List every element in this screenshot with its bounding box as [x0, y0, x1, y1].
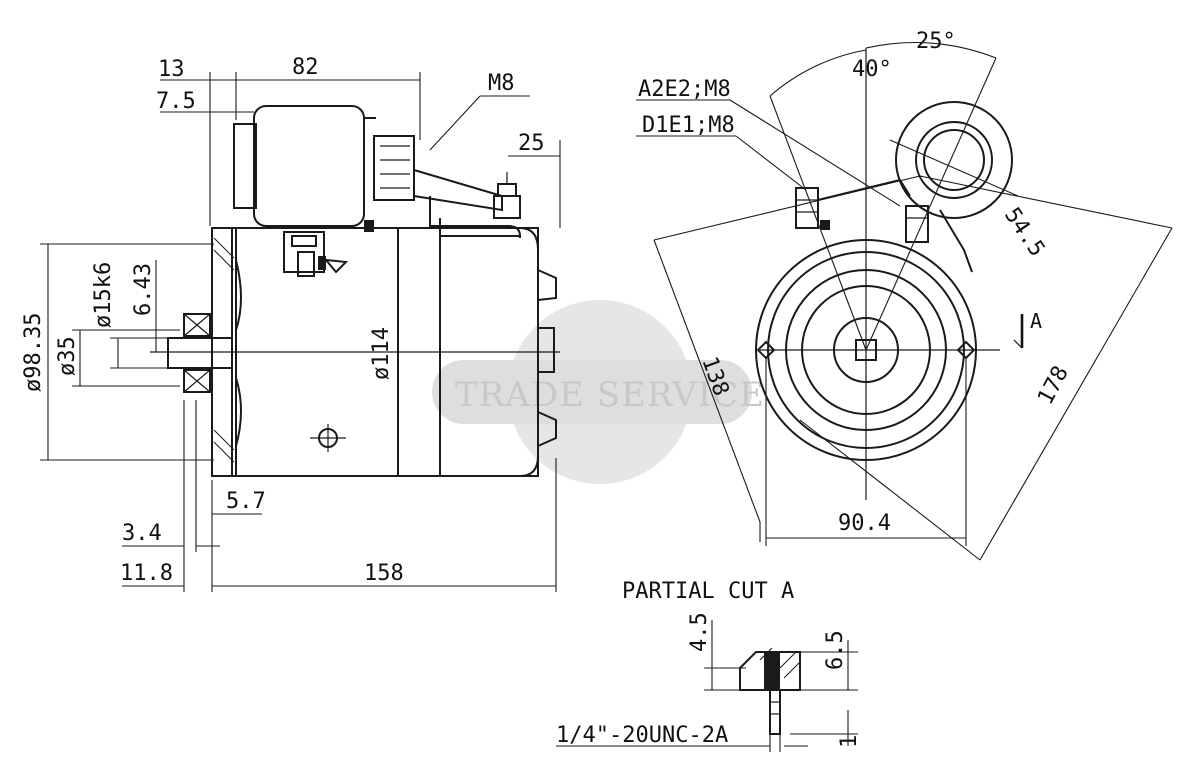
dim-35-label: ø35 [55, 336, 80, 376]
dim-158-label: 158 [364, 561, 404, 586]
solenoid-front [895, 101, 1013, 219]
terminal-d1e1-label: D1E1;M8 [642, 113, 735, 138]
dim-6-43-label: 6.43 [131, 263, 156, 316]
section-marker-a: A [1030, 309, 1042, 333]
dim-25-label: 25 [518, 131, 545, 156]
front-view [636, 41, 1173, 561]
dim-m8-label: M8 [488, 71, 515, 96]
dim-4-5-label: 4.5 [687, 612, 712, 652]
dim-178-label: 178 [1033, 362, 1074, 409]
dim-15k6-label: ø15k6 [91, 262, 116, 328]
terminal-a2e2-label: A2E2;M8 [638, 77, 731, 102]
terminal-nut [364, 220, 374, 232]
dim-13-label: 13 [158, 57, 185, 82]
dim-3-4-label: 3.4 [122, 521, 162, 546]
dim-7-5-label: 7.5 [156, 89, 196, 114]
dim-11-8-label: 11.8 [120, 561, 173, 586]
angle-25-label: 25° [916, 29, 956, 54]
dim-5-7-label: 5.7 [226, 489, 266, 514]
dim-54-5-label: 54.5 [999, 203, 1049, 261]
side-view [40, 72, 561, 592]
dim-114-label: ø114 [369, 327, 394, 380]
dim-6-5-label: 6.5 [823, 630, 848, 670]
partial-cut-detail [556, 620, 858, 752]
angle-40-label: 40° [852, 57, 892, 82]
dim-82-label: 82 [292, 55, 319, 80]
thread-spec-label: 1/4"-20UNC-2A [556, 723, 728, 748]
dim-98-35-label: ø98.35 [21, 313, 46, 392]
solenoid [253, 105, 365, 227]
partial-cut-title: PARTIAL CUT A [622, 579, 794, 604]
dim-90-4-label: 90.4 [838, 511, 891, 536]
dim-1-label: 1 [837, 735, 862, 748]
